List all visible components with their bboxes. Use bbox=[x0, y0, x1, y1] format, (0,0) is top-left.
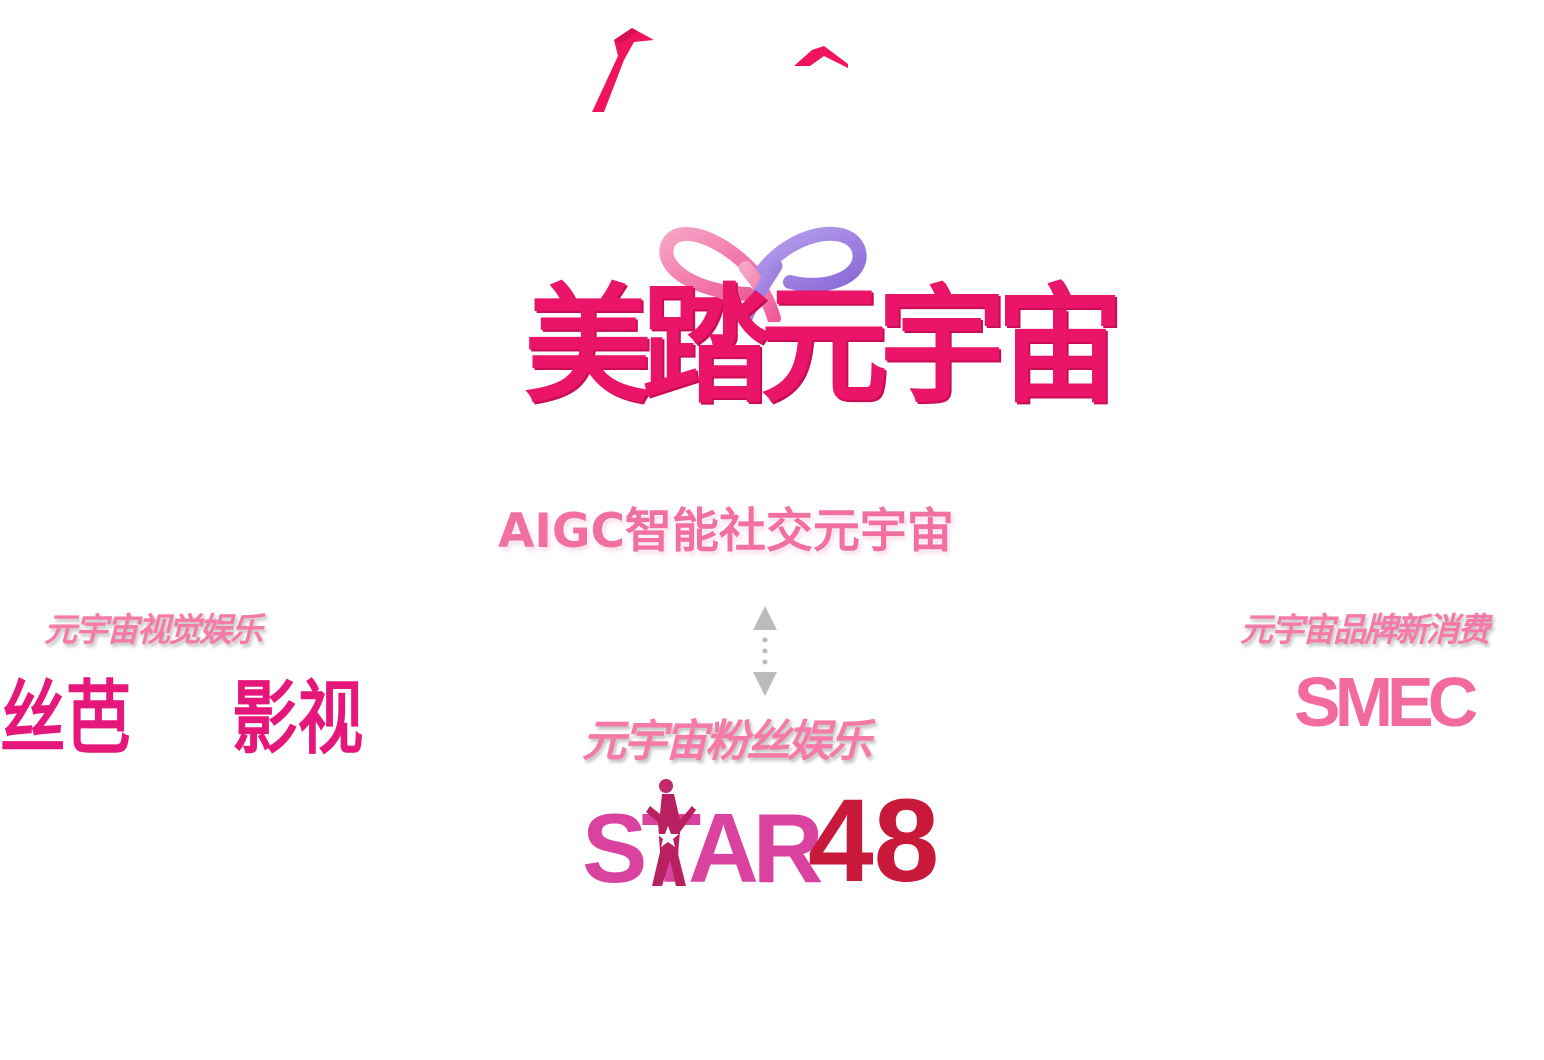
star48-logo-text: STAR bbox=[582, 793, 823, 903]
smec-logo: SMEC bbox=[1294, 663, 1478, 741]
brand-consumption-caption: 元宇宙品牌新消费 bbox=[1240, 610, 1490, 649]
star48-logo-number: 48 bbox=[808, 775, 940, 907]
star48-dancer-silhouette bbox=[646, 779, 696, 886]
main-logo-title: 美踏元宇宙 bbox=[524, 272, 1124, 421]
partial-logo-mark-right bbox=[794, 46, 848, 68]
double-arrow-icon bbox=[753, 606, 777, 696]
infinity-ribbon-icon bbox=[659, 226, 867, 322]
sibai-brand-logo: 丝芭 bbox=[0, 671, 132, 765]
visual-entertainment-caption: 元宇宙视觉娱乐 bbox=[44, 610, 263, 649]
yingshi-brand-logo: 影视 bbox=[232, 671, 364, 765]
fan-entertainment-caption: 元宇宙粉丝娱乐 bbox=[582, 716, 872, 767]
partial-logo-mark-left bbox=[592, 28, 654, 112]
main-logo-subtitle: AIGC智能社交元宇宙 bbox=[498, 504, 954, 559]
